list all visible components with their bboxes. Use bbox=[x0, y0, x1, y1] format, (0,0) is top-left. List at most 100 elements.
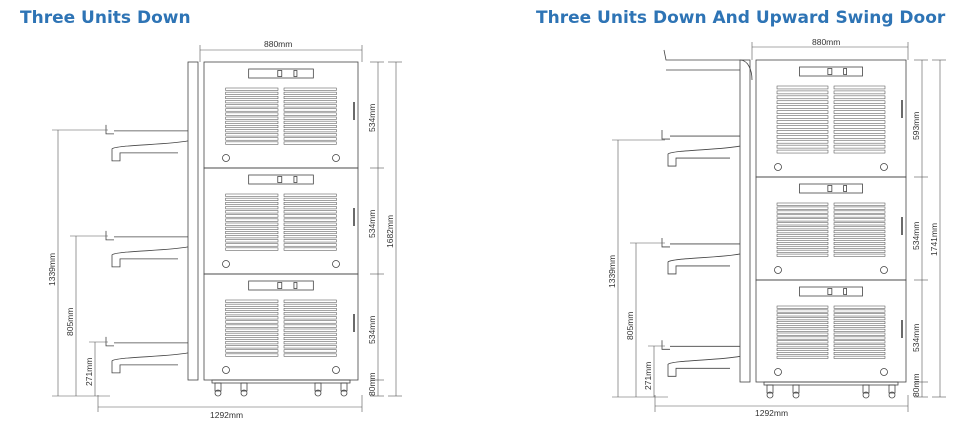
right-unit-foot-circle bbox=[880, 163, 888, 171]
left-base-plate bbox=[211, 379, 351, 384]
right-vent-slat bbox=[776, 325, 829, 328]
left-conveyor-tray bbox=[105, 124, 188, 135]
right-vent-slat bbox=[776, 317, 829, 321]
right-unit-foot-circle bbox=[774, 163, 782, 171]
left-width-label: 880mm bbox=[264, 39, 292, 49]
left-vent-slat bbox=[283, 337, 337, 341]
right-vent-slat bbox=[833, 249, 886, 253]
right-control-knob-2 bbox=[827, 185, 833, 192]
right-vent-slat bbox=[776, 226, 829, 230]
right-control-panel-2 bbox=[799, 183, 863, 194]
left-vent-slat bbox=[225, 197, 279, 201]
left-control-switch-2 bbox=[293, 176, 298, 183]
right-vent-slat bbox=[833, 332, 886, 336]
left-vent-slat bbox=[225, 125, 279, 129]
left-control-panel-3 bbox=[248, 280, 314, 291]
right-control-switch-3 bbox=[843, 288, 847, 295]
left-vent-slat bbox=[225, 328, 279, 332]
left-tray-height-3: 271mm bbox=[84, 358, 94, 386]
right-vent-slat bbox=[776, 328, 829, 332]
right-vent-slat bbox=[833, 352, 886, 355]
left-vent-slat bbox=[283, 312, 337, 316]
left-vent-slat bbox=[283, 141, 337, 145]
right-unit-foot-circle bbox=[774, 266, 782, 274]
right-vent-slat bbox=[776, 309, 829, 313]
left-vent-slat bbox=[283, 320, 337, 324]
right-vent-slat bbox=[776, 100, 829, 104]
left-depth-label: 1292mm bbox=[210, 410, 243, 420]
right-vent-slat bbox=[776, 332, 829, 336]
left-vent-slat bbox=[283, 341, 337, 345]
left-vent-slat bbox=[225, 231, 279, 235]
left-vent-slat bbox=[225, 100, 279, 104]
right-vent-slat bbox=[776, 352, 829, 355]
right-vent-slat bbox=[833, 328, 886, 332]
right-vent-slat bbox=[833, 105, 886, 109]
right-vent-slat bbox=[776, 90, 829, 95]
left-vent-slat bbox=[283, 108, 337, 112]
left-vent-slat bbox=[225, 141, 279, 145]
left-control-panel-2 bbox=[248, 174, 314, 185]
left-vent-slat bbox=[225, 104, 279, 108]
left-vent-slat bbox=[283, 324, 337, 328]
left-vent-slat bbox=[283, 239, 337, 243]
right-base-plate bbox=[763, 381, 899, 386]
left-control-knob-1 bbox=[277, 70, 283, 77]
left-tray-support bbox=[111, 352, 189, 374]
right-vent-slat bbox=[776, 344, 829, 348]
left-vent-slat bbox=[225, 202, 279, 206]
left-unit-foot-circle bbox=[332, 260, 340, 268]
left-vent-slat bbox=[225, 345, 279, 349]
left-vent-slat bbox=[225, 353, 279, 357]
left-vent-slat bbox=[283, 210, 337, 214]
right-vent-slat bbox=[776, 135, 829, 139]
left-vent-slat bbox=[225, 108, 279, 112]
right-vent-slat bbox=[776, 249, 829, 253]
right-vent-slat bbox=[833, 222, 886, 226]
right-vent-slat bbox=[833, 130, 886, 134]
right-vent-slat bbox=[776, 139, 829, 144]
right-dimension-lines bbox=[612, 42, 946, 412]
right-tray-support bbox=[667, 253, 741, 275]
right-vent-slat bbox=[833, 214, 886, 218]
left-vent-slat bbox=[283, 129, 337, 133]
right-vent-slat bbox=[776, 242, 829, 245]
right-vent-slat bbox=[833, 340, 886, 344]
right-vent-slat bbox=[776, 222, 829, 226]
right-vent-slat bbox=[776, 85, 829, 90]
right-vent-slat bbox=[776, 321, 829, 324]
left-control-switch-1 bbox=[293, 70, 298, 77]
right-unit-foot-circle bbox=[880, 266, 888, 274]
right-vent-slat bbox=[833, 242, 886, 245]
right-vent-slat bbox=[776, 95, 829, 100]
right-caster-wheel bbox=[792, 391, 800, 399]
right-unit-height-1: 593mm bbox=[911, 112, 921, 140]
left-vent-slat bbox=[283, 202, 337, 206]
left-vent-slat bbox=[225, 235, 279, 239]
left-vent-slat bbox=[225, 133, 279, 137]
left-vent-slat bbox=[225, 91, 279, 95]
left-caster bbox=[340, 382, 348, 392]
left-vent-slat bbox=[283, 328, 337, 332]
left-caster-wheel bbox=[214, 389, 222, 397]
right-vent-slat bbox=[833, 115, 886, 119]
left-vent-slat bbox=[225, 120, 279, 124]
left-vent-slat bbox=[283, 332, 337, 336]
right-caster-wheel bbox=[862, 391, 870, 399]
right-vent-slat bbox=[776, 149, 829, 154]
left-vent-slat bbox=[283, 222, 337, 226]
right-vent-slat bbox=[776, 355, 829, 359]
right-vent-slat bbox=[776, 105, 829, 109]
right-oven-unit-3 bbox=[755, 279, 907, 383]
right-vent-slat bbox=[833, 313, 886, 317]
left-caster-wheel bbox=[240, 389, 248, 397]
right-caster-wheel bbox=[766, 391, 774, 399]
left-vent-slat bbox=[225, 116, 279, 120]
right-vent-slat bbox=[833, 210, 886, 214]
left-tray-support bbox=[111, 140, 189, 162]
right-control-switch-1 bbox=[843, 68, 847, 75]
right-vent-slat bbox=[776, 210, 829, 214]
left-vent-slat bbox=[283, 104, 337, 108]
right-vent-slat bbox=[833, 336, 886, 340]
